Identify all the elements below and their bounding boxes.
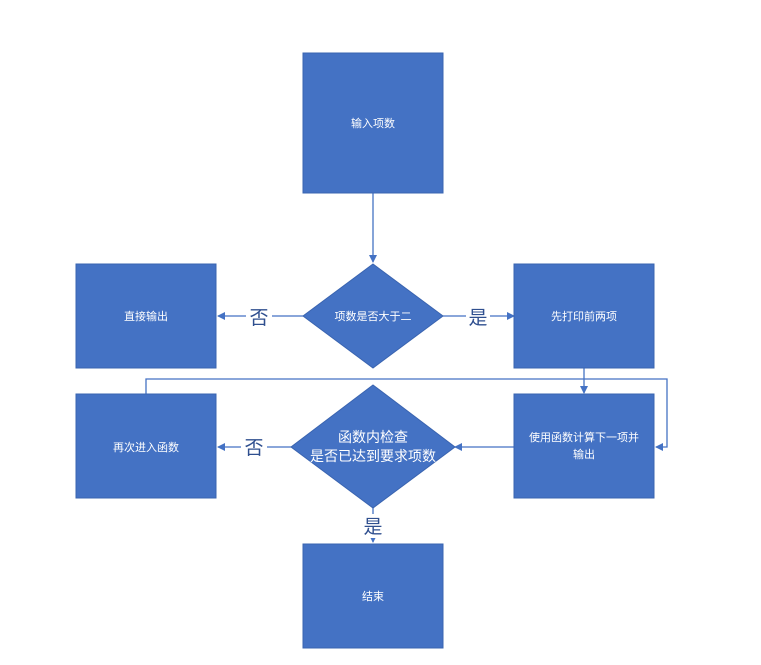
node-input-label: 输入项数: [351, 116, 395, 130]
node-check-gt-two-label: 项数是否大于二: [335, 309, 412, 323]
node-compute-next-label-line-1: 使用函数计算下一项并: [529, 430, 639, 444]
node-print-first-two-label: 先打印前两项: [551, 309, 617, 323]
node-end: 结束: [302, 543, 444, 649]
node-output-direct-label: 直接输出: [124, 309, 168, 323]
node-compute-next-label-line-2: 输出: [573, 447, 595, 461]
edge-label-yes-top: 是: [468, 307, 487, 329]
edge-label-no-bottom: 否: [244, 437, 263, 459]
node-compute-next: 使用函数计算下一项并 输出: [513, 393, 655, 499]
edge-label-yes-bottom: 是: [363, 516, 382, 538]
edge-reenter-loop-to-compute: [145, 378, 668, 451]
node-check-reached: 函数内检查 是否已达到要求项数: [290, 384, 456, 509]
node-check-gt-two: 项数是否大于二: [302, 263, 444, 369]
node-print-first-two: 先打印前两项: [513, 263, 655, 369]
node-check-reached-label-line-1: 函数内检查: [338, 430, 408, 446]
node-input: 输入项数: [302, 52, 444, 194]
node-check-reached-label-line-2: 是否已达到要求项数: [310, 449, 436, 465]
node-output-direct: 直接输出: [75, 263, 217, 369]
node-end-label: 结束: [362, 590, 384, 603]
node-reenter-label: 再次进入函数: [113, 440, 179, 454]
node-reenter: 再次进入函数: [75, 393, 217, 499]
edge-label-no-top: 否: [249, 307, 268, 329]
